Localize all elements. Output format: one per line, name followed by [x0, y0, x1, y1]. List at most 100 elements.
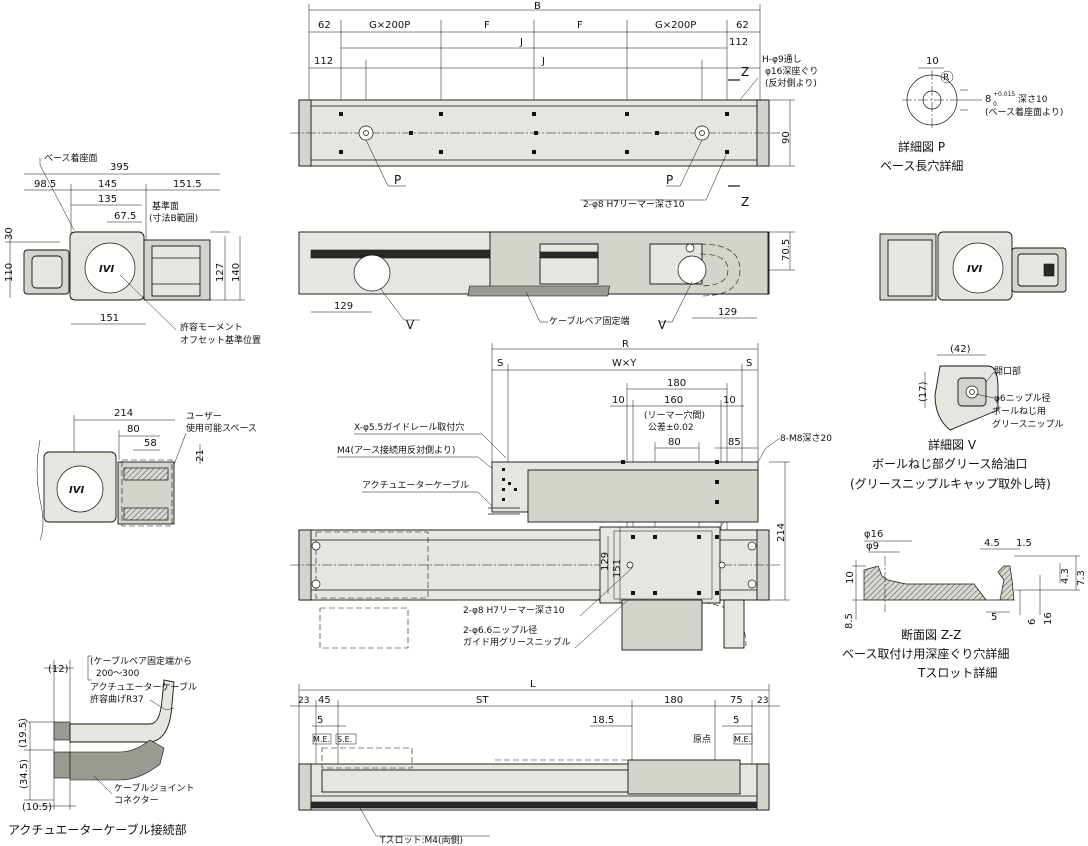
slider-note-guide-rail: X-φ5.5ガイドレール取付穴	[354, 421, 464, 433]
dim-110: 110	[4, 263, 15, 282]
top-view: B 62 G×200P F F G×200P 62 J 112 112 J H-…	[290, 1, 818, 210]
section-dim-16: 16	[1043, 612, 1054, 625]
user-space-dim-58: 58	[144, 438, 157, 449]
detail-P-title-1: 詳細図 P	[898, 139, 945, 154]
section-dim-4-3: 4.3	[1060, 568, 1071, 584]
side-view-top: 70.5 129 129 V V ケーブルベア固定端	[298, 231, 795, 332]
note-holes-2: φ16深座ぐり	[765, 65, 818, 77]
cable-note-bear-1: (ケーブルベア固定端から	[90, 655, 192, 667]
bottom-dim-75: 75	[730, 695, 743, 706]
dim-62-left: 62	[318, 20, 331, 31]
slider-view: R S W×Y S 180 10 160 10 (リーマー穴間) 公差±0.02…	[290, 339, 832, 651]
label-P-right: P	[666, 173, 673, 187]
label-Z-bottom: Z	[741, 195, 749, 209]
dim-70-5: 70.5	[781, 239, 792, 261]
detail-V-dim-17: (17)	[918, 381, 929, 402]
bottom-label-origin: 原点	[693, 734, 711, 745]
label-P-left: P	[394, 173, 401, 187]
bottom-label-ME-left: M.E.	[313, 735, 330, 744]
note-ref-1: 基準面	[152, 200, 179, 212]
dim-62-right: 62	[736, 20, 749, 31]
slider-dim-10-left: 10	[612, 395, 625, 406]
detail-V-nipple-3: グリースニップル	[992, 418, 1064, 430]
logo-end-view: IVI	[99, 264, 114, 275]
dim-G-left: G×200P	[369, 20, 410, 31]
note-reamer-top: 2-φ8 H7リーマー深さ10	[583, 199, 685, 210]
dim-67-5: 67.5	[114, 211, 136, 222]
dim-127: 127	[215, 263, 226, 282]
detail-P: 10 R 8 +0.015 0 深さ10 (ベース着座面より) 詳細図 P ベー…	[880, 56, 1063, 173]
user-space-note-1: ユーザー	[186, 411, 222, 422]
section-dim-10: 10	[845, 571, 856, 584]
bottom-dim-23-right: 23	[757, 696, 768, 706]
logo-right-end-view: IVI	[967, 264, 982, 275]
detail-V-opening: 開口部	[994, 365, 1021, 377]
dim-112-right: 112	[729, 37, 748, 48]
label-Z-top: Z	[741, 65, 749, 79]
dim-B: B	[534, 1, 541, 12]
dim-145: 145	[98, 179, 117, 190]
end-view: ベース着座面 395 98.5 145 151.5 135 67.5 基準面 (…	[4, 152, 261, 346]
slider-note-M8: 8-M8深さ20	[780, 433, 832, 444]
note-moment-1: 許容モーメント	[180, 321, 243, 333]
bottom-label-ME-right: M.E.	[734, 735, 751, 744]
slider-dim-S-left: S	[497, 358, 503, 369]
slider-dim-214: 214	[776, 523, 787, 542]
slider-reamer-pitch-1: (リーマー穴間)	[644, 409, 705, 421]
bottom-view: L 23 45 ST 180 75 23 5 18.5 5 M.E. S.E. …	[290, 679, 780, 846]
label-V-left: V	[406, 318, 415, 332]
bottom-dim-5-right: 5	[733, 715, 739, 726]
dim-135: 135	[98, 194, 117, 205]
slider-dim-85: 85	[728, 437, 741, 448]
cable-dim-34-5: (34.5)	[19, 759, 30, 789]
cable-note-bear-2: 200〜300	[96, 669, 140, 679]
slider-dim-160: 160	[664, 395, 683, 406]
detail-P-tol-lower: 0	[993, 101, 997, 108]
cable-dim-10-5: (10.5)	[22, 802, 52, 813]
dim-90: 90	[781, 131, 792, 144]
detail-P-tol-upper: +0.015	[993, 91, 1015, 98]
cable-dim-12: (12)	[48, 664, 69, 675]
section-dim-4-5: 4.5	[984, 538, 1000, 549]
detail-P-title-2: ベース長穴詳細	[880, 158, 963, 173]
slider-dim-10-right: 10	[723, 395, 736, 406]
detail-P-R: R	[943, 73, 949, 83]
dim-129-right: 129	[718, 307, 737, 318]
dim-F-left: F	[484, 20, 490, 31]
slider-dim-80: 80	[668, 437, 681, 448]
slider-dim-180: 180	[667, 378, 686, 389]
right-end-view: IVI	[879, 231, 1067, 301]
user-space-dim-21: 21	[195, 449, 206, 462]
label-V-right: V	[658, 318, 667, 332]
user-space-dim-80: 80	[127, 424, 140, 435]
detail-P-base: (ベース着座面より)	[985, 106, 1063, 118]
logo-user-space: IVI	[69, 485, 84, 496]
slider-dim-S-right: S	[746, 358, 752, 369]
bottom-dim-5-left: 5	[317, 715, 323, 726]
slider-note-cable: アクチュエーターケーブル	[362, 479, 469, 491]
cable-note-bend-2: 許容曲げR37	[90, 693, 144, 705]
bottom-dim-180: 180	[664, 695, 683, 706]
slider-reamer-pitch-2: 公差±0.02	[648, 421, 694, 433]
detail-V-title-2: ボールねじ部グリース給油口	[872, 456, 1027, 471]
detail-P-depth: 深さ10	[1018, 94, 1048, 105]
detail-V-nipple-1: φ6ニップル径	[994, 392, 1051, 404]
section-ZZ: φ16 φ9 4.5 1.5 10 8.5 5 6 16 4.3 7.3 断面図…	[842, 529, 1087, 680]
section-title-1: 断面図 Z-Z	[901, 627, 961, 642]
section-dim-phi16: φ16	[864, 529, 883, 540]
dim-151-5: 151.5	[173, 179, 202, 190]
note-moment-2: オフセット基準位置	[180, 334, 261, 346]
bottom-dim-45: 45	[318, 695, 331, 706]
dim-98-5: 98.5	[34, 179, 56, 190]
section-dim-5: 5	[991, 612, 997, 623]
slider-dim-129: 129	[600, 552, 611, 571]
note-base-seat: ベース着座面	[44, 152, 98, 164]
cable-connection: (12) (19.5) (34.5) (10.5) (ケーブルベア固定端から 2…	[8, 655, 197, 837]
user-space-note-2: 使用可能スペース	[186, 422, 257, 434]
note-holes-3: (反対側より)	[765, 77, 817, 89]
detail-P-dim-8: 8	[985, 94, 991, 105]
cable-note-joint-2: コネクター	[114, 795, 159, 806]
bottom-dim-L: L	[530, 679, 536, 690]
cable-title: アクチュエーターケーブル接続部	[8, 822, 187, 837]
section-dim-7-3: 7.3	[1076, 570, 1087, 586]
